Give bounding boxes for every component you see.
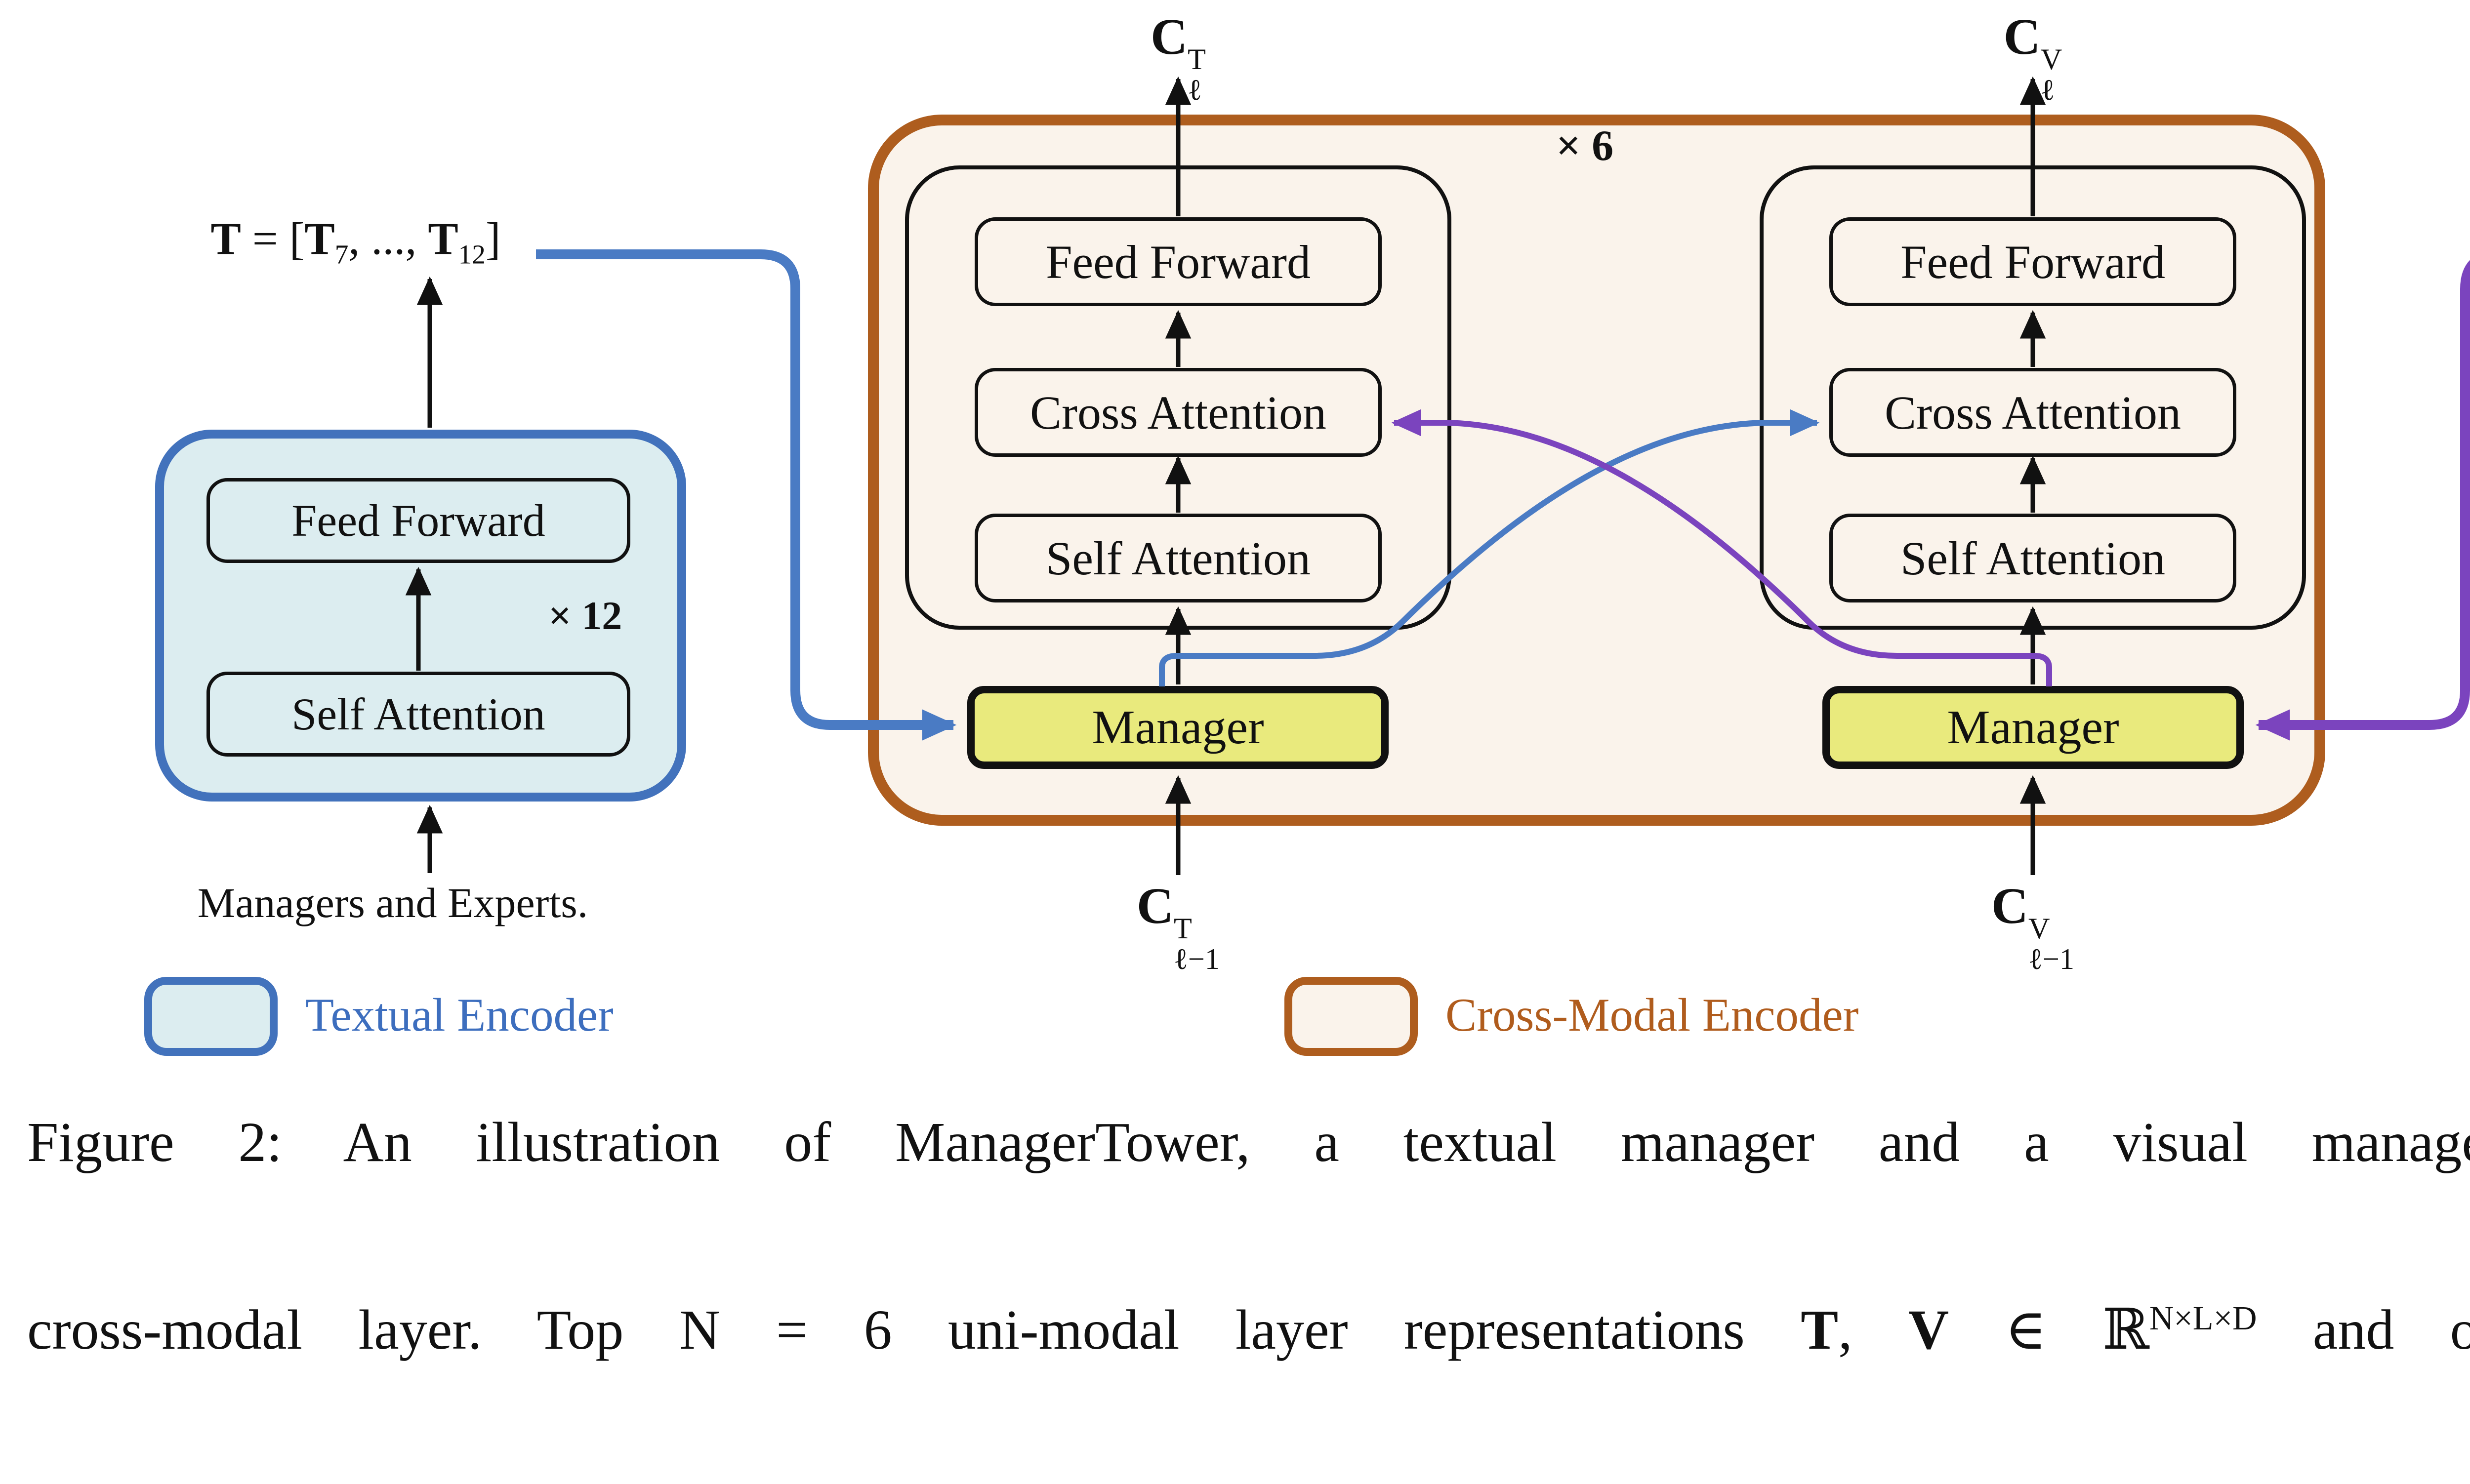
caption-line: Figure 2: An illustration of ManagerTowe… bbox=[27, 1111, 2470, 1173]
legend-swatch-cross-modal bbox=[1284, 977, 1418, 1056]
visual-manager-box: Manager bbox=[1822, 686, 2244, 769]
t-representations-label: T = [T7, ..., T12] bbox=[210, 213, 501, 270]
self-attention-box-textual: Self Attention bbox=[206, 672, 630, 757]
manager-label: Manager bbox=[1947, 701, 2119, 754]
self-attention-box-cm-right: Self Attention bbox=[1829, 514, 2236, 602]
caption-line: cross-modal layer. Top N = 6 uni-modal l… bbox=[27, 1298, 2470, 1361]
feed-forward-box-textual: Feed Forward bbox=[206, 478, 630, 563]
self-attention-label: Self Attention bbox=[1046, 531, 1311, 585]
legend-label-textual: Textual Encoder bbox=[305, 989, 614, 1041]
repeat-x12-label: × 12 bbox=[548, 593, 622, 638]
feed-forward-label: Feed Forward bbox=[1900, 235, 2165, 288]
legend-label-cross-modal: Cross-Modal Encoder bbox=[1445, 989, 1859, 1041]
cross-attention-box-cm-left: Cross Attention bbox=[975, 368, 1382, 457]
self-attention-label: Self Attention bbox=[1900, 531, 2165, 585]
legend-swatch-textual bbox=[144, 977, 278, 1056]
caption-line: previous cross-modal layer CTℓ−1, CVℓ−1,… bbox=[27, 1471, 2470, 1484]
feed-forward-box-cm-left: Feed Forward bbox=[975, 217, 1382, 306]
managers-experts-caption: Managers and Experts. bbox=[197, 879, 588, 926]
figure-caption: Figure 2: An illustration of ManagerTowe… bbox=[27, 1095, 2470, 1484]
textual-manager-box: Manager bbox=[967, 686, 1389, 769]
cross-attention-box-cm-right: Cross Attention bbox=[1829, 368, 2236, 457]
cross-attention-label: Cross Attention bbox=[1884, 386, 2182, 439]
feed-forward-label: Feed Forward bbox=[291, 495, 545, 546]
self-attention-box-cm-left: Self Attention bbox=[975, 514, 1382, 602]
cross-attention-label: Cross Attention bbox=[1029, 386, 1327, 439]
feed-forward-box-cm-right: Feed Forward bbox=[1829, 217, 2236, 306]
repeat-x6-label: × 6 bbox=[1556, 122, 1614, 170]
manager-label: Manager bbox=[1092, 701, 1264, 754]
self-attention-label: Self Attention bbox=[291, 689, 545, 739]
feed-forward-label: Feed Forward bbox=[1046, 235, 1311, 288]
